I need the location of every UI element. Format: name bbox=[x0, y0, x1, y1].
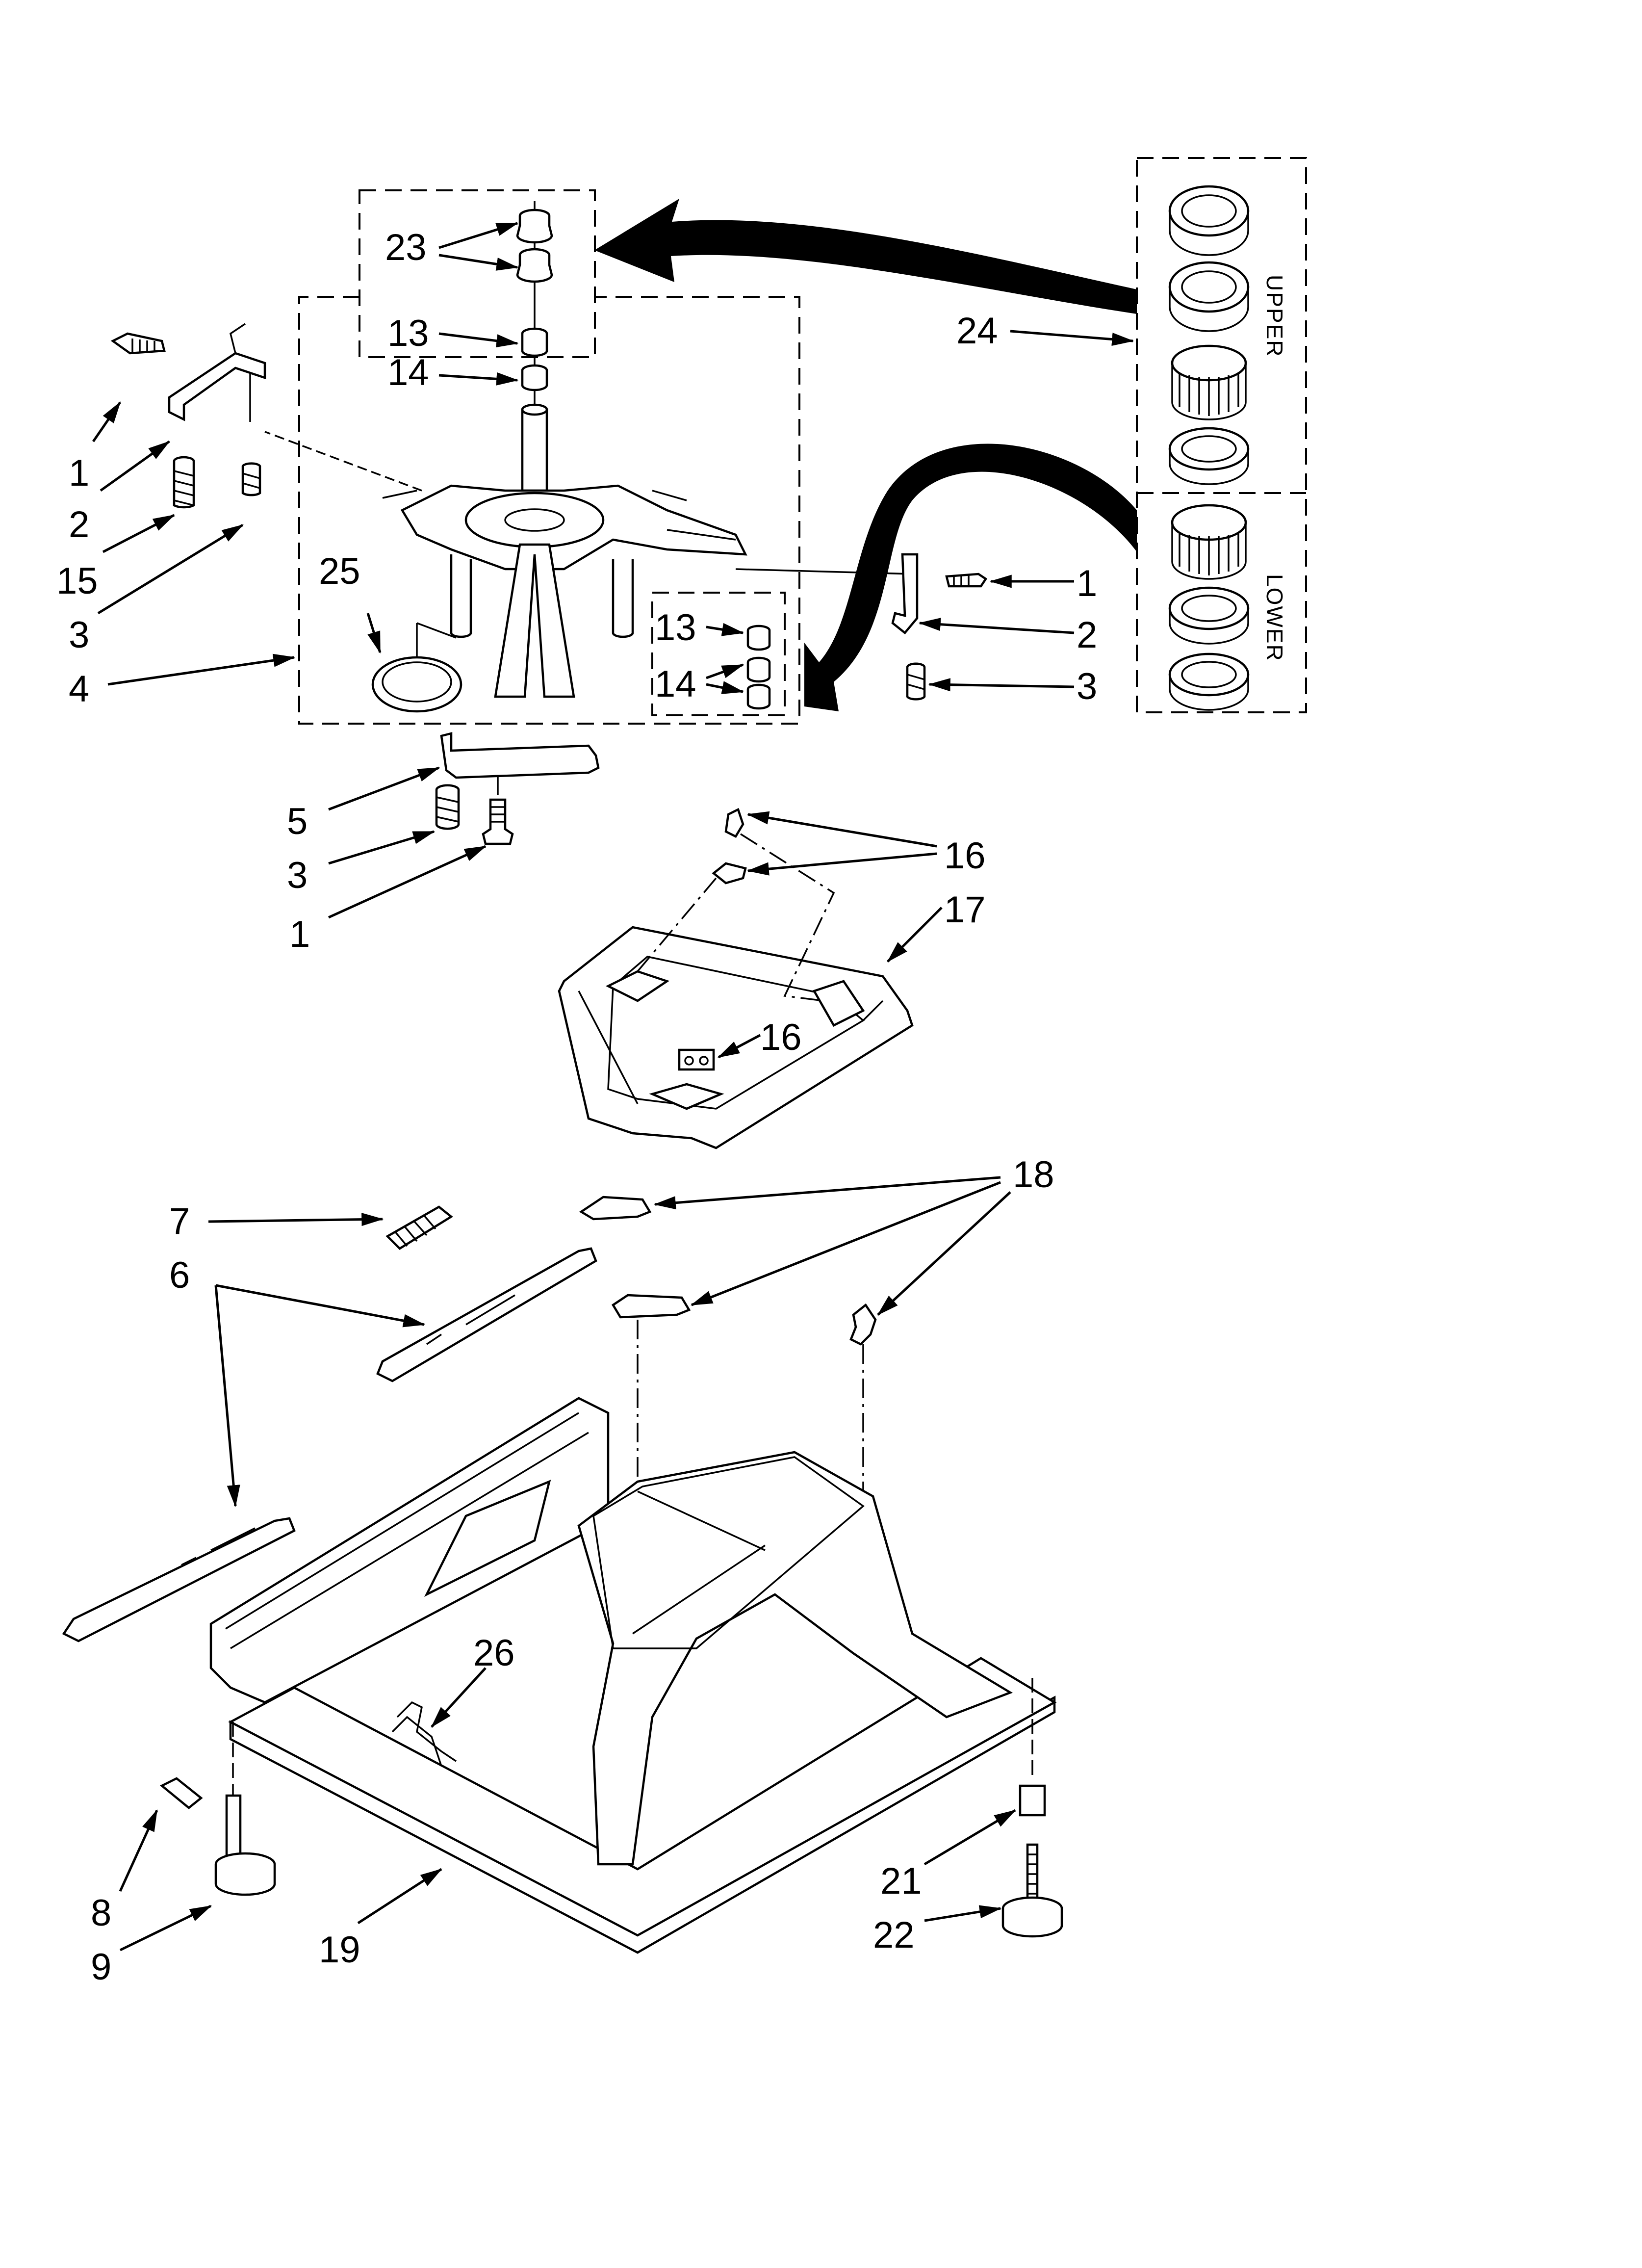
callout-25: 25 bbox=[319, 550, 360, 592]
callout-21: 21 bbox=[880, 1860, 922, 1902]
bracket-icon bbox=[891, 553, 919, 635]
callout-9: 9 bbox=[91, 1946, 111, 1988]
left-bracket-group bbox=[110, 323, 266, 509]
lower-label: LOWER bbox=[1262, 574, 1287, 662]
pad-16b bbox=[712, 862, 747, 885]
upper-kit-arrow bbox=[594, 199, 1137, 314]
callout-2-left: 2 bbox=[69, 504, 89, 546]
kit-box bbox=[1136, 157, 1307, 713]
callout-7: 7 bbox=[169, 1200, 190, 1242]
callout-16-top: 16 bbox=[944, 835, 986, 877]
callout-26: 26 bbox=[473, 1632, 515, 1674]
leader-lines bbox=[92, 222, 1134, 1952]
lower-kit-items bbox=[1168, 504, 1250, 711]
clips-18 bbox=[579, 1196, 877, 1570]
bearing-icon bbox=[1168, 652, 1250, 711]
callout-14-upper: 14 bbox=[387, 352, 429, 393]
upper-label: UPPER bbox=[1262, 275, 1287, 357]
callout-3-left: 3 bbox=[69, 614, 89, 656]
callout-18: 18 bbox=[1013, 1154, 1054, 1196]
callout-13-upper: 13 bbox=[387, 313, 429, 354]
lower-bearing-stack bbox=[746, 625, 771, 710]
seal-ring-icon bbox=[1168, 185, 1250, 256]
callout-17: 17 bbox=[944, 889, 986, 931]
gear-bushing-icon bbox=[1171, 344, 1247, 420]
bearing-icon bbox=[1168, 427, 1250, 485]
seal-ring-icon bbox=[1168, 261, 1250, 332]
callout-19: 19 bbox=[319, 1929, 360, 1971]
seal-ring-icon bbox=[371, 622, 462, 713]
callout-14-lower: 14 bbox=[655, 663, 696, 705]
base-frame bbox=[209, 1397, 1057, 1954]
lower-bracket-group bbox=[435, 732, 600, 845]
top-frame bbox=[558, 808, 914, 1149]
callout-13-lower: 13 bbox=[655, 607, 696, 649]
callout-5: 5 bbox=[287, 801, 308, 842]
upper-bearing-stack bbox=[516, 201, 553, 407]
right-bracket-group bbox=[891, 553, 988, 701]
spring-icon bbox=[906, 662, 926, 701]
gear-bushing-icon bbox=[1171, 504, 1247, 580]
callout-6: 6 bbox=[169, 1254, 190, 1296]
leveling-foot-icon bbox=[1001, 1678, 1063, 1938]
bracket-icon bbox=[168, 323, 266, 422]
wire-clip-26 bbox=[391, 1701, 457, 1767]
callout-1-lower: 1 bbox=[289, 913, 310, 955]
callout-8: 8 bbox=[91, 1892, 111, 1934]
callout-16-frame: 16 bbox=[760, 1017, 802, 1058]
pad-16a bbox=[724, 808, 744, 838]
callout-4: 4 bbox=[69, 668, 89, 710]
bearing-group-box-lower bbox=[651, 592, 786, 716]
strap-6b bbox=[62, 1517, 296, 1642]
bolt-icon bbox=[110, 332, 166, 355]
suspension-assembly bbox=[264, 403, 913, 698]
bearing-icon bbox=[1168, 586, 1250, 645]
callout-3-lower: 3 bbox=[287, 855, 308, 896]
callout-1-right: 1 bbox=[1077, 563, 1097, 604]
bolt-icon bbox=[482, 798, 514, 845]
spring-icon bbox=[435, 784, 460, 830]
callout-15: 15 bbox=[56, 560, 98, 602]
strap-6a bbox=[376, 1247, 597, 1382]
upper-kit-items bbox=[1168, 185, 1250, 485]
bolt-icon bbox=[945, 573, 988, 588]
callout-23: 23 bbox=[385, 227, 427, 268]
callout-labels: 23 13 14 24 1 2 15 3 25 4 13 14 1 2 3 5 … bbox=[56, 227, 1097, 1988]
spring-icon bbox=[173, 456, 195, 509]
callout-24: 24 bbox=[956, 310, 998, 352]
bearing-group-box-upper bbox=[359, 189, 596, 358]
lower-kit-arrow bbox=[804, 443, 1137, 711]
spring-icon bbox=[241, 462, 261, 496]
callout-22: 22 bbox=[873, 1914, 915, 1956]
callout-1-left: 1 bbox=[69, 452, 89, 494]
spring-icon bbox=[385, 1205, 453, 1250]
callout-2-right: 2 bbox=[1077, 614, 1097, 656]
pad-16c bbox=[678, 1048, 715, 1071]
callout-3-right: 3 bbox=[1077, 666, 1097, 707]
leveling-foot-icon bbox=[159, 1722, 276, 1896]
